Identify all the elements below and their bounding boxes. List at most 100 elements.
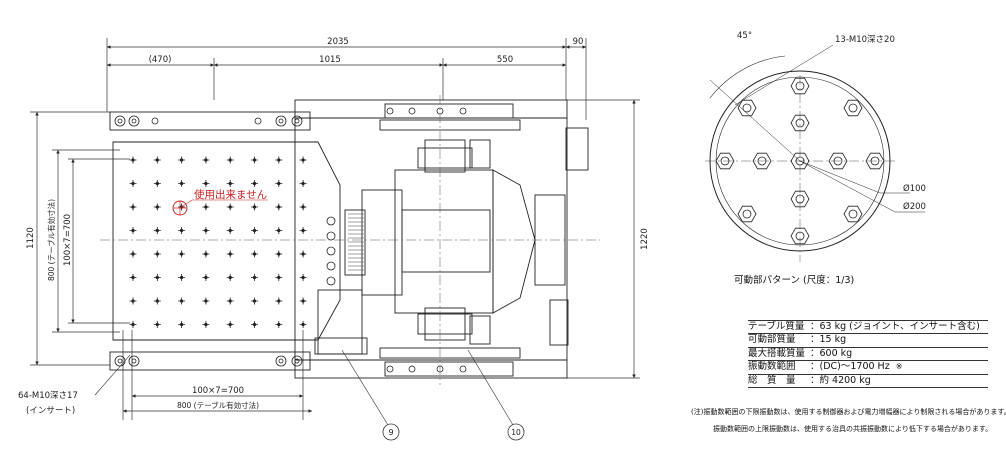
spec-row: 最大搭載質量 ：600 kg [748,347,988,362]
insert-hole-dot [204,205,208,209]
detail-bolt-hex [790,190,810,208]
insert-hole-dot [301,252,305,256]
insert-hole-dot [252,181,257,186]
insert-hole-dot [277,252,281,256]
detail-bolt-hole [742,103,752,113]
spec-note-mark: ※ [895,362,903,372]
dim-grid-horizontal: 100×7=700 [192,386,244,396]
detail-bolt-hex [843,99,863,117]
spec-value: ：(DC)〜1700 Hz [810,361,890,373]
insert-hole-dot [131,275,135,280]
note-mark: (注) [691,408,704,416]
insert-hole-dot [277,322,281,327]
spec-label: 可動部質量 [748,334,796,346]
detail-bolt-hole [720,156,730,166]
callout-9-label: 9 [388,428,393,437]
detail-angle: 45° [737,31,752,41]
insert-hole-dot [228,205,232,209]
insert-hole-dot [301,299,305,303]
insert-hole-dot [155,252,159,256]
insert-hole-dot [301,228,305,233]
spec-row: テーブル質量 ：63 kg (ジョイント、インサート含む) [748,321,988,335]
detail-holes: 13-M10深さ20 [835,35,895,45]
insert-hole-dot [228,299,232,303]
insert-hole-dot [155,275,159,280]
pattern-caption: 可動部パターン (尺度：1/3) [734,275,855,286]
insert-hole-dot [155,181,159,186]
insert-hole-dot [277,181,281,186]
spec-value: ：15 kg [810,334,847,346]
note-line-2: 振動数範囲の上限振動数は、使用する治具の共振振動数により低下する場合があります。 [713,425,993,433]
detail-bolt-hole [848,209,858,219]
shaker-frame [109,99,589,379]
spec-value: ：63 kg (ジョイント、インサート含む) [810,321,980,332]
insert-hole-dot [252,158,257,162]
spec-row: 可動部質量 ：15 kg [748,334,988,348]
insert-hole-dot [180,252,184,256]
insert-hole-dot [301,322,305,327]
armature-pattern [709,44,925,252]
dim-overall-height: 1220 [640,228,650,250]
detail-bolt-pattern [715,77,885,245]
dim-left-overhang: (470) [149,55,172,65]
insert-hole-dot [204,158,208,162]
detail-bolt-hole [795,81,805,91]
insert-hole-dot [131,299,135,303]
insert-hole-dot [252,299,257,303]
unusable-hole-marker: 使用出来ません [172,188,268,216]
detail-bolt-hex [843,205,863,223]
detail-dia-100: Ø100 [903,183,926,194]
insert-hole-dot [252,228,257,233]
insert-hole-grid [129,156,307,328]
note-line-1: 振動数範囲の下限振動数は、使用する制御器および電力増幅器により制限される場合があ… [703,408,1006,416]
callout-10-label: 10 [511,428,521,437]
rail-bolts [114,107,467,373]
insert-label: (インサート) [26,406,75,416]
dim-middle-span: 1015 [319,55,341,65]
spec-row: 総 質 量 ：約 4200 kg [748,374,988,389]
spec-table: テーブル質量 ：63 kg (ジョイント、インサート含む) 可動部質量 ：15 … [748,320,988,389]
insert-hole-dot [301,205,305,209]
insert-hole-dot [155,299,159,303]
note-spacer [691,421,713,438]
insert-hole-dot [204,275,208,280]
dim-overall-width: 2035 [327,37,349,47]
tapped-holes-label: 64-M10深さ17 [18,391,78,401]
spec-label: 最大搭載質量 [748,347,806,359]
insert-hole-dot [180,158,184,162]
insert-hole-dot [131,322,135,327]
detail-bolt-hex [715,152,735,170]
dim-table-height: 1120 [26,227,36,249]
note-row: 振動数範囲の上限振動数は、使用する治具の共振振動数により低下する場合があります。 [691,421,1003,438]
detail-bolt-hole [795,118,805,128]
spec-label: 総 質 量 [748,374,796,386]
spec-label: テーブル質量 [748,321,805,332]
insert-hole-dot [155,205,159,209]
insert-hole-dot [228,228,232,233]
insert-hole-dot [180,181,184,186]
insert-hole-dot [301,275,305,280]
insert-hole-dot [155,158,159,162]
insert-hole-dot [155,322,159,327]
insert-hole-dot [131,252,135,256]
coil-fins [348,213,364,271]
leader-lines [94,349,514,426]
detail-bolt-hole [795,231,805,241]
notes: (注) 振動数範囲の下限振動数は、使用する制御器および電力増幅器により制限される… [691,404,1006,438]
detail-texts: 45° 13-M10深さ20 Ø100 Ø200 [737,31,926,212]
insert-hole-dot [204,299,208,303]
detail-bolt-hex [737,99,757,117]
spec-row: 振動数範囲 ：(DC)〜1700 Hz ※ [748,361,988,375]
insert-hole-dot [228,275,232,280]
insert-hole-dot [277,228,281,233]
detail-bolt-hex [737,205,757,223]
callout-9: 9 [382,423,400,441]
insert-hole-dot [277,205,281,209]
dim-grid-vertical: 100×7=700 [63,214,73,266]
insert-hole-dot [180,275,184,280]
spec-label: 振動数範囲 [748,361,796,373]
insert-hole-dot [252,252,257,256]
insert-hole-dot [301,158,305,162]
insert-hole-dot [204,228,208,233]
insert-hole-dot [228,322,232,327]
